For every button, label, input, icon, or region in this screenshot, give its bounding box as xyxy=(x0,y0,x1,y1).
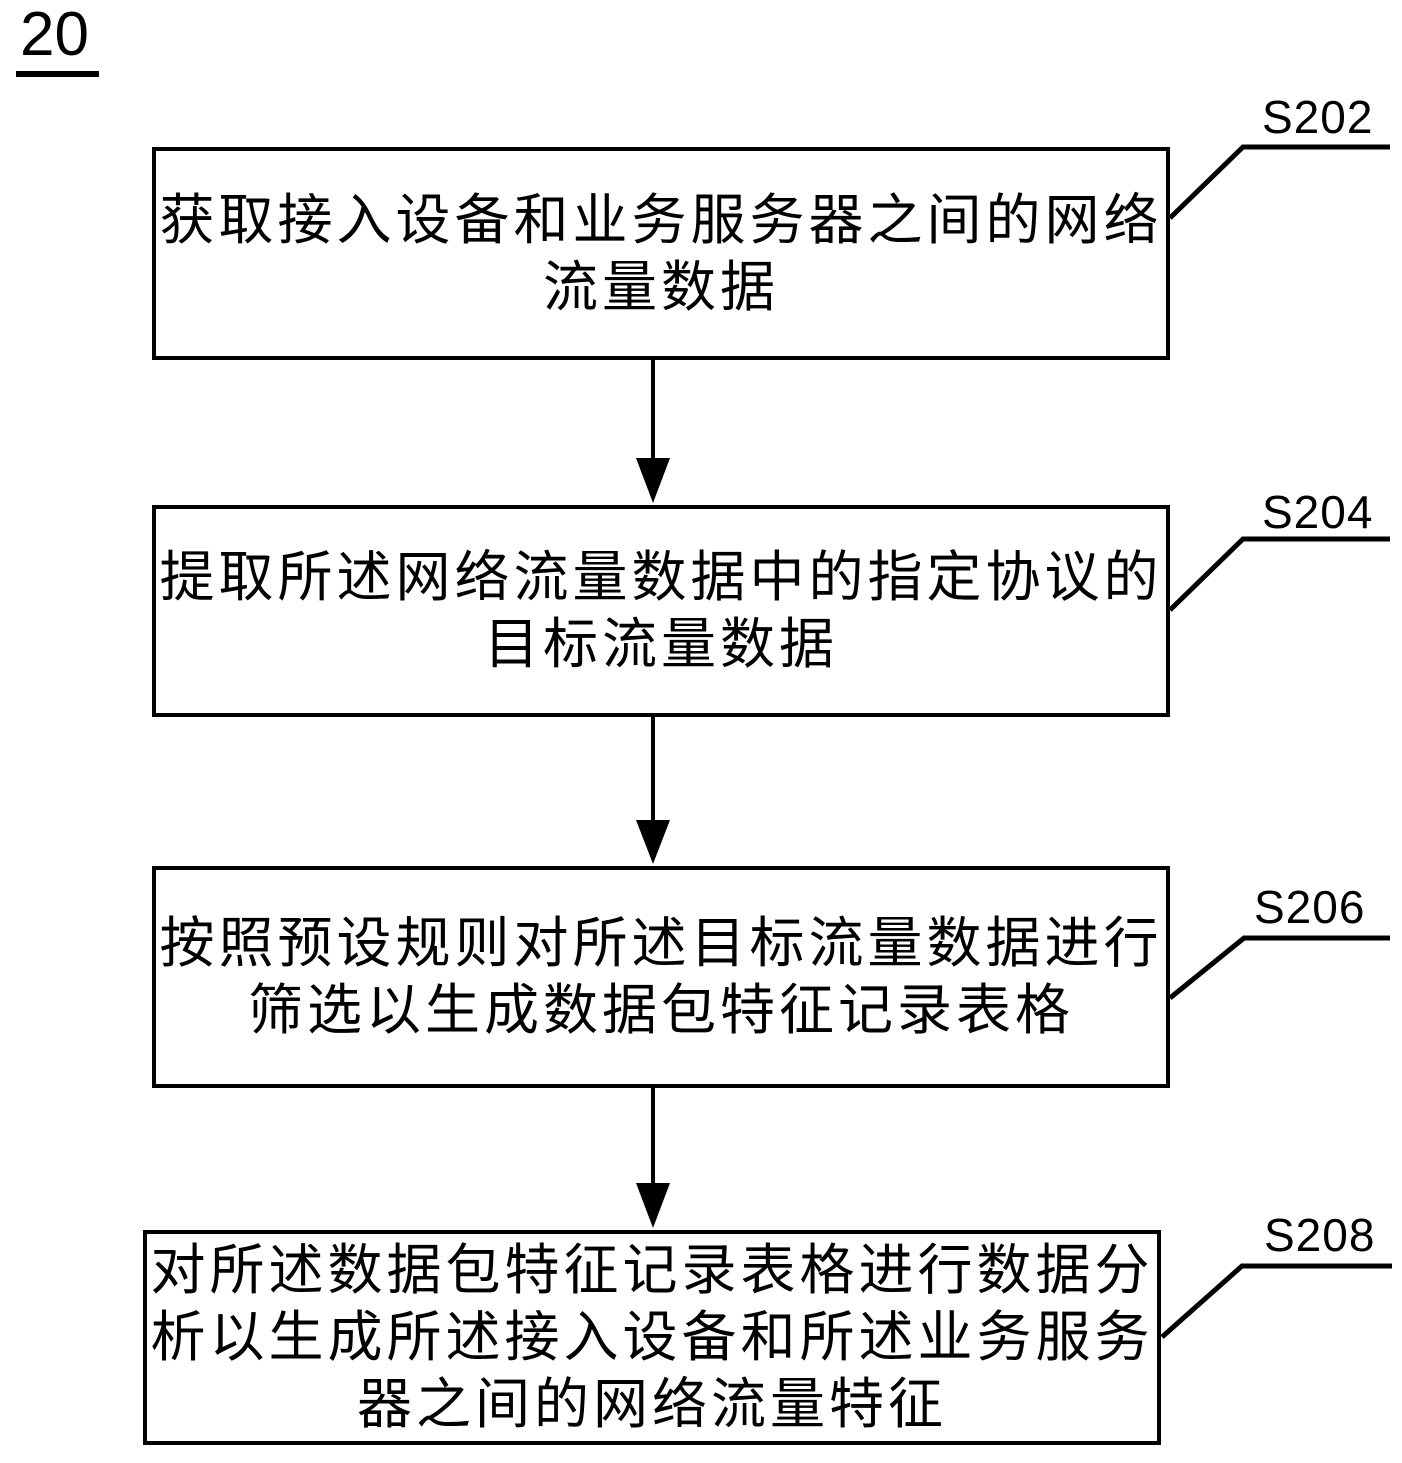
step-label-s204: S204 xyxy=(1262,486,1374,538)
step-text-line: 析以生成所述接入设备和所述业务服务 xyxy=(150,1306,1154,1368)
arrow-head-3 xyxy=(636,1183,670,1228)
step-text-line: 流量数据 xyxy=(542,255,779,318)
step-box-s204: 提取所述网络流量数据中的指定协议的 目标流量数据 xyxy=(152,505,1170,717)
step-text-line: 器之间的网络流量特征 xyxy=(356,1373,947,1435)
step-box-s208: 对所述数据包特征记录表格进行数据分 析以生成所述接入设备和所述业务服务 器之间的… xyxy=(143,1230,1161,1445)
arrow-head-2 xyxy=(636,820,670,864)
callout-line-s202 xyxy=(1168,144,1390,220)
step-text-line: 获取接入设备和业务服务器之间的网络 xyxy=(159,188,1163,251)
callout-line-s206 xyxy=(1168,935,1390,1000)
step-text-line: 目标流量数据 xyxy=(483,613,838,675)
callout-line-s204 xyxy=(1168,536,1390,612)
step-text-line: 对所述数据包特征记录表格进行数据分 xyxy=(150,1239,1154,1301)
step-box-s202: 获取接入设备和业务服务器之间的网络 流量数据 xyxy=(152,147,1170,360)
step-label-s206: S206 xyxy=(1254,881,1366,933)
step-label-s208: S208 xyxy=(1264,1209,1376,1261)
step-text-line: 按照预设规则对所述目标流量数据进行 xyxy=(159,912,1163,974)
step-box-s206: 按照预设规则对所述目标流量数据进行 筛选以生成数据包特征记录表格 xyxy=(152,866,1170,1088)
figure-number: 20 xyxy=(16,2,99,78)
step-label-s202: S202 xyxy=(1262,91,1374,143)
step-text-line: 提取所述网络流量数据中的指定协议的 xyxy=(159,546,1163,608)
arrow-head-1 xyxy=(636,458,670,503)
callout-line-s208 xyxy=(1160,1263,1392,1339)
step-text-line: 筛选以生成数据包特征记录表格 xyxy=(247,979,1074,1041)
